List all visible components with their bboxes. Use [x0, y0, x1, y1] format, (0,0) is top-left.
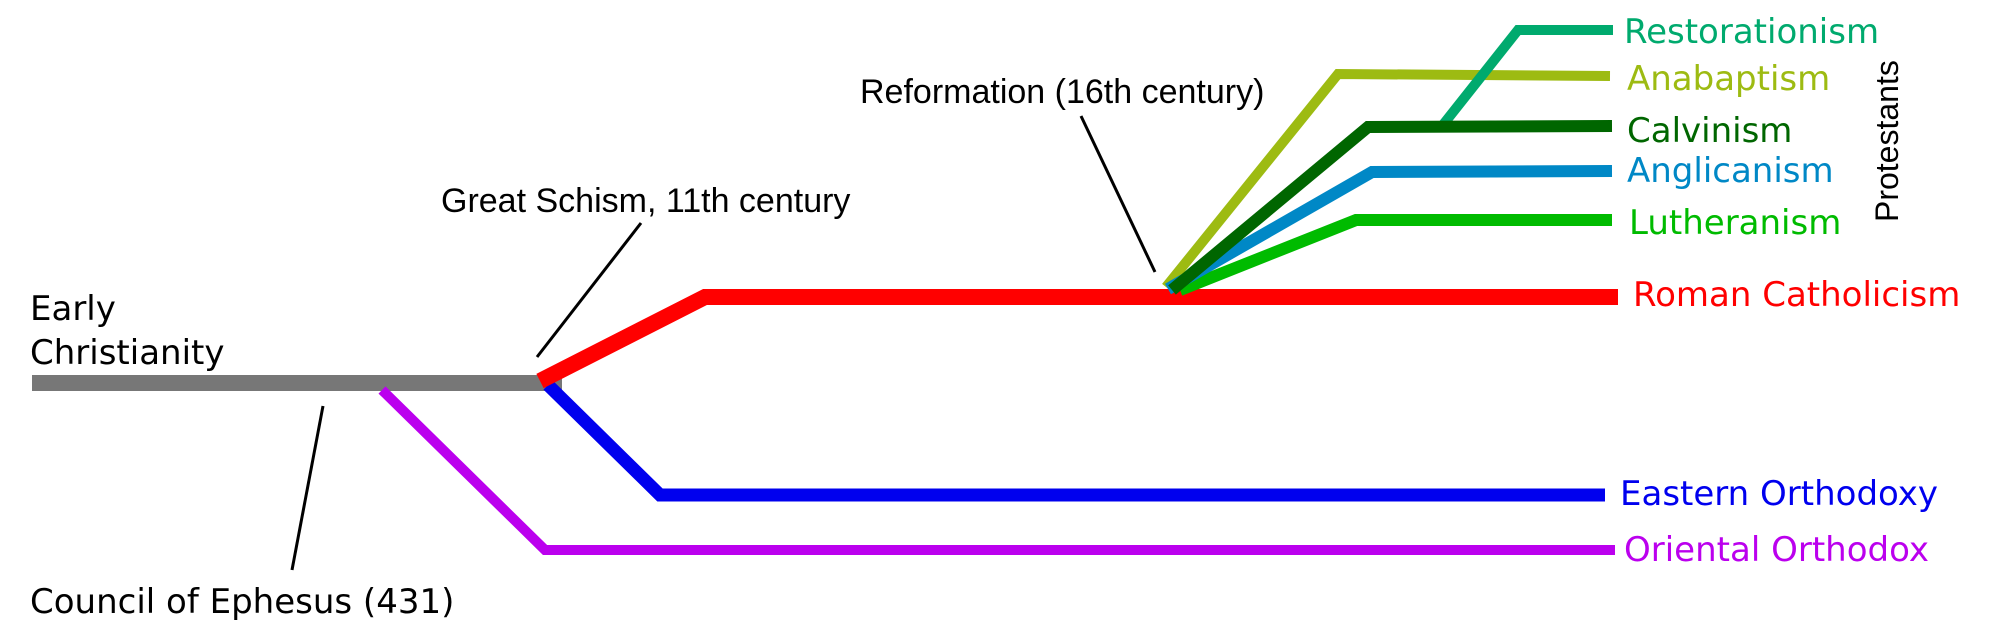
branch-eastern-orthodoxy — [543, 380, 1605, 502]
branch-restorationism — [1438, 25, 1613, 130]
root-label-line1: Early — [30, 289, 116, 329]
label-calvinism: Calvinism — [1627, 111, 1792, 151]
group-label-protestants: Protestants — [1869, 60, 1905, 222]
root-label-line2: Christianity — [30, 333, 225, 373]
event-great-schism: Great Schism, 11th century — [441, 182, 850, 220]
branch-roman-catholicism — [536, 289, 1618, 389]
label-restorationism: Restorationism — [1624, 12, 1879, 52]
branch-oriental-orthodox — [378, 386, 1615, 555]
branch-calvinism — [1168, 120, 1613, 295]
label-anglicanism: Anglicanism — [1627, 151, 1834, 191]
branch-anglicanism — [1165, 165, 1613, 295]
label-roman-catholicism: Roman Catholicism — [1633, 275, 1960, 315]
event-council-of-ephesus: Council of Ephesus (431) — [30, 582, 454, 622]
event-reformation: Reformation (16th century) — [860, 73, 1264, 111]
leader-great-schism — [535, 222, 643, 358]
label-eastern-orthodoxy: Eastern Orthodoxy — [1620, 474, 1938, 514]
label-anabaptism: Anabaptism — [1627, 59, 1830, 99]
label-lutheranism: Lutheranism — [1629, 203, 1841, 243]
leader-council-of-ephesus — [290, 405, 325, 571]
label-oriental-orthodox: Oriental Orthodox — [1624, 530, 1929, 570]
branch-anabaptism — [1162, 68, 1611, 291]
leader-reformation — [1079, 115, 1157, 273]
branch-lutheranism — [1177, 214, 1612, 296]
